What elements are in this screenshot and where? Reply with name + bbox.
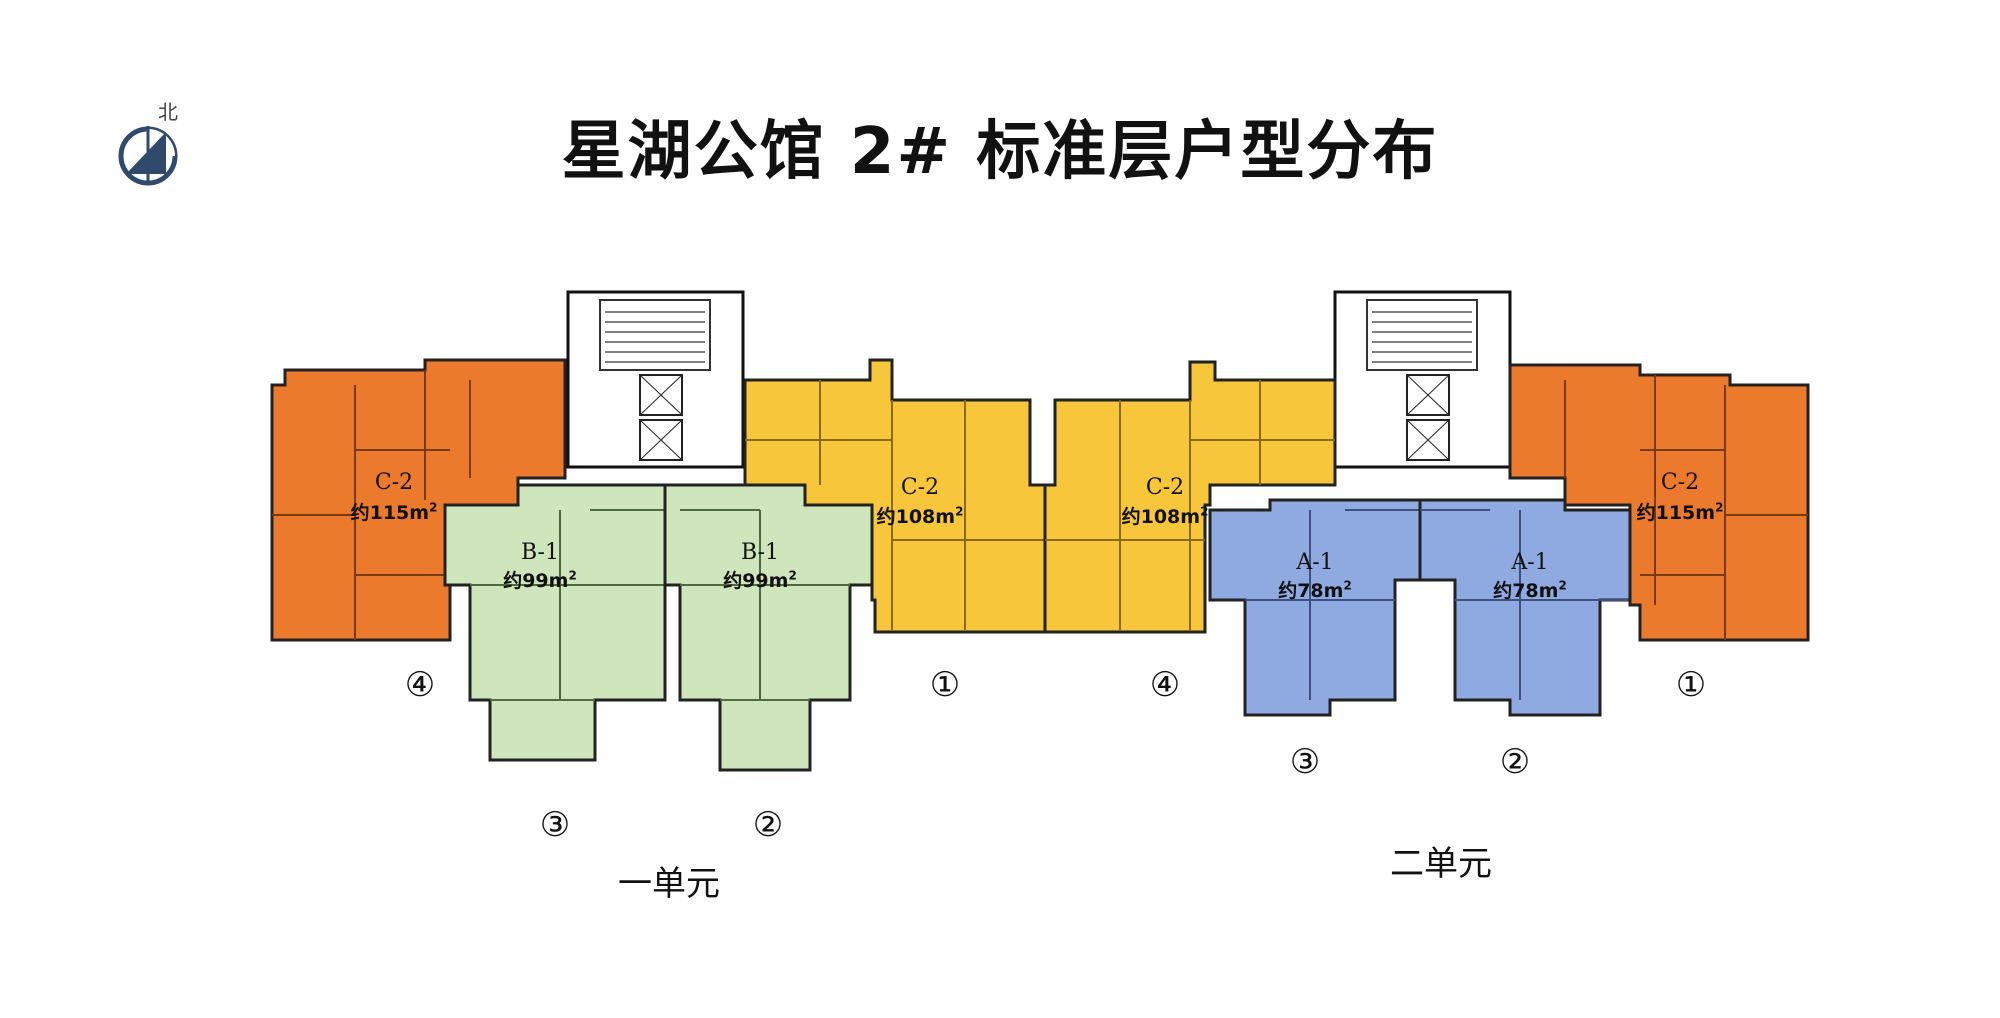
number-marker-u1-c2-yellow: ① (929, 665, 961, 705)
apartment-u2-a1-right (1418, 498, 1632, 717)
unit2-core (1333, 290, 1512, 469)
type-label-u1-c2: C-2 (374, 470, 414, 495)
area-label-u1-c2-yellow: 约108m2 (876, 504, 964, 528)
north-compass-icon (118, 126, 178, 186)
page-title: 星湖公馆 2# 标准层户型分布 (561, 115, 1439, 189)
area-label-u2-c2: 约115m2 (1636, 500, 1724, 524)
number-marker-u1-b1-left: ③ (539, 805, 571, 845)
type-label-u1-b1-left: B-1 (520, 540, 559, 565)
type-label-u2-c2-yellow: C-2 (1145, 475, 1185, 500)
type-label-u2-a1-right: A-1 (1511, 550, 1549, 575)
north-label: 北 (158, 100, 178, 124)
number-marker-u2-c2: ① (1675, 665, 1707, 705)
unit-label-1: 一单元 (618, 864, 720, 904)
area-label-u2-c2-yellow: 约108m2 (1121, 504, 1209, 528)
number-marker-u1-b1-right: ② (752, 805, 784, 845)
apartment-u1-c2 (270, 358, 567, 642)
area-label-u2-a1-left: 约78m2 (1278, 578, 1352, 602)
apartment-u1-b1-left (443, 483, 667, 762)
apartment-u2-c2-yellow (1043, 360, 1337, 634)
number-marker-u2-a1-right: ② (1499, 742, 1531, 782)
number-marker-u2-a1-left: ③ (1289, 742, 1321, 782)
number-marker-u1-c2: ④ (404, 665, 436, 705)
type-label-u1-b1-right: B-1 (740, 540, 779, 565)
type-label-u2-a1-left: A-1 (1296, 550, 1334, 575)
area-label-u1-b1-left: 约99m2 (503, 568, 577, 592)
type-label-u2-c2: C-2 (1660, 470, 1700, 495)
area-label-u1-b1-right: 约99m2 (723, 568, 797, 592)
type-label-u1-c2-yellow: C-2 (900, 475, 940, 500)
apartment-u1-c2-yellow (743, 358, 1047, 634)
north-compass: 北 (118, 96, 184, 186)
number-marker-u2-c2-yellow: ④ (1149, 665, 1181, 705)
area-label-u2-a1-right: 约78m2 (1493, 578, 1567, 602)
unit1-core (566, 290, 745, 469)
apartment-u1-b1-right (663, 483, 874, 772)
apartment-u2-c2 (1508, 363, 1810, 642)
apartment-u2-a1-left (1208, 498, 1422, 717)
unit-label-2: 二单元 (1390, 844, 1492, 884)
area-label-u1-c2: 约115m2 (350, 500, 438, 524)
